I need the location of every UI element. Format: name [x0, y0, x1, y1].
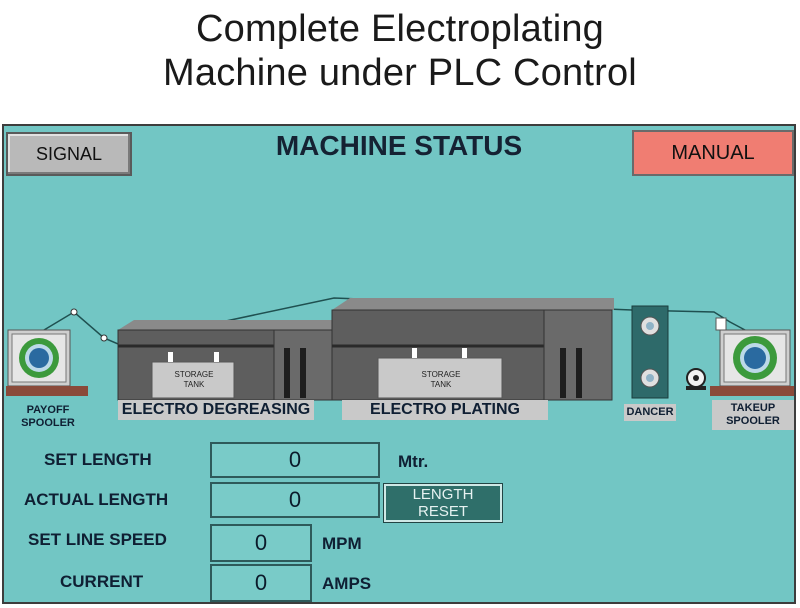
set-length-unit: Mtr.	[398, 452, 429, 471]
payoff-spooler-icon	[6, 329, 88, 396]
set-length-label: SET LENGTH	[44, 450, 152, 469]
takeup-spooler-icon	[710, 329, 794, 396]
storage-tank-label-plating: STORAGE TANK	[421, 370, 461, 389]
plating-machine	[331, 298, 614, 401]
machine-status-title: MACHINE STATUS	[275, 130, 523, 161]
wire-pulley	[70, 308, 78, 316]
payoff-spooler-label: PAYOFF SPOOLER	[21, 404, 75, 429]
page-heading-line-2: Machine under PLC Control	[163, 52, 637, 94]
page-heading-line-1: Complete Electroplating	[195, 8, 605, 50]
set-line-speed-label: SET LINE SPEED	[28, 530, 167, 549]
electro-degreasing-label: ELECTRO DEGREASING	[118, 400, 314, 420]
current-label: CURRENT	[60, 572, 144, 591]
degreasing-machine	[117, 320, 338, 401]
hmi-panel: SIGNAL MACHINE STATUS MANUAL	[2, 124, 796, 604]
actual-length-field: 0	[210, 482, 380, 518]
manual-button[interactable]: MANUAL	[632, 130, 794, 176]
actual-length-label: ACTUAL LENGTH	[24, 490, 169, 509]
storage-tank-label-degreasing: STORAGE TANK	[174, 370, 214, 389]
set-line-speed-unit: MPM	[322, 534, 362, 553]
signal-button[interactable]: SIGNAL	[6, 132, 132, 176]
set-length-field[interactable]: 0	[210, 442, 380, 478]
guide-roller-icon	[686, 317, 727, 390]
length-reset-button[interactable]: LENGTH RESET	[383, 483, 503, 523]
dancer-label: DANCER	[624, 404, 676, 421]
dancer-icon	[631, 305, 669, 399]
set-line-speed-field[interactable]: 0	[210, 524, 312, 562]
takeup-spooler-label: TAKEUP SPOOLER	[712, 400, 794, 430]
electro-plating-label: ELECTRO PLATING	[342, 400, 548, 420]
current-field: 0	[210, 564, 312, 602]
current-unit: AMPS	[322, 574, 372, 593]
wire-pulley	[100, 334, 108, 342]
process-diagram	[6, 297, 794, 401]
